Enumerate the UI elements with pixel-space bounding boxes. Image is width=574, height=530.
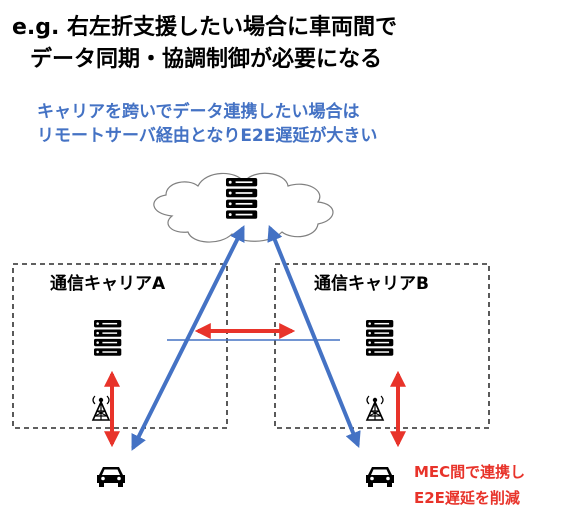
heading-line-1: e.g. 右左折支援したい場合に車両間で (12, 15, 398, 40)
cross-carrier-note-line-2: リモートサーバ経由となりE2E遅延が大きい (37, 126, 378, 146)
cross-carrier-note-line-1: キャリアを跨いでデータ連携したい場合は (37, 102, 360, 122)
car-b-cloud-arrow (267, 225, 361, 448)
carrier-a-label: 通信キャリアA (50, 274, 166, 294)
car-b-icon (366, 467, 394, 487)
mec-note-line-2: E2E遅延を削減 (414, 489, 520, 507)
car-a-icon (97, 467, 125, 487)
carrier-b-server-icon (366, 320, 394, 356)
carrier-b-antenna-icon (366, 395, 384, 421)
carrier-a-antenna-icon (92, 395, 110, 421)
car-a-cloud-arrow (131, 225, 245, 451)
carrier-b-label: 通信キャリアB (314, 274, 429, 294)
heading-line-2: データ同期・協調制御が必要になる (30, 47, 383, 72)
carrier-a-server-icon (94, 320, 122, 356)
mec-note-line-1: MEC間で連携し (414, 463, 526, 481)
